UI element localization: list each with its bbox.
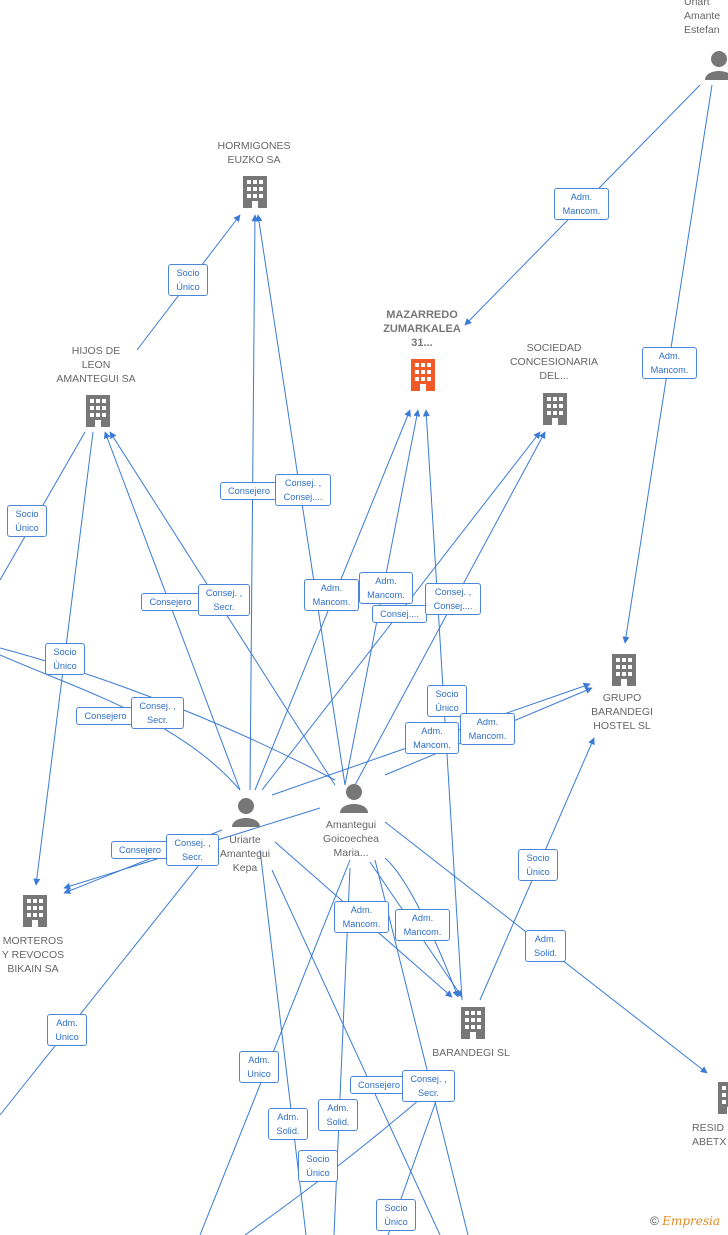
edge-label[interactable]: Socio Único [427,685,467,717]
company-building-icon[interactable] [718,1082,728,1114]
company-building-icon[interactable] [612,654,636,686]
company-building-icon[interactable] [23,895,47,927]
edge-label[interactable]: Socio Único [168,264,208,296]
company-building-icon[interactable] [461,1007,485,1039]
edge-label[interactable]: Adm. Mancom. [554,188,609,220]
edge-label[interactable]: Adm. Mancom. [460,713,515,745]
person-icon[interactable] [705,51,728,80]
node-resid-label[interactable]: RESID ABETX [692,1122,727,1148]
edge-label[interactable]: Adm. Solid. [268,1108,308,1140]
edge-label[interactable]: Adm. Mancom. [334,901,389,933]
watermark: © Empresia [650,1214,720,1228]
edge-label[interactable]: Socio Único [518,849,558,881]
edge-label[interactable]: Adm. Unico [47,1014,87,1046]
brand-logo: Empresia [662,1214,720,1228]
node-barandegi-label[interactable]: BARANDEGI SL [432,1047,510,1059]
edge-label[interactable]: Adm. Solid. [525,930,566,962]
company-building-icon[interactable] [411,359,435,391]
edge-label[interactable]: Adm. Solid. [318,1099,358,1131]
edge-label[interactable]: Consej. , Secr. [198,584,250,616]
person-icon[interactable] [340,784,368,813]
person-icon[interactable] [232,798,260,827]
node-hijos-label[interactable]: HIJOS DE LEON AMANTEGUI SA [56,345,136,385]
node-uriarte-top-label[interactable]: Uriart Amante Estefan [684,0,721,36]
copyright-symbol: © [650,1214,659,1228]
edge-label[interactable]: Consej. , Secr. [402,1070,455,1102]
edge-label[interactable]: Socio Único [298,1150,338,1182]
node-sociedad-label[interactable]: SOCIEDAD CONCESIONARIA DEL... [509,342,599,382]
edge-label[interactable]: Socio Único [45,643,85,675]
node-grupo-label[interactable]: GRUPO BARANDEGI HOSTEL SL [591,692,653,732]
edge-label[interactable]: Adm. Mancom. [304,579,359,611]
node-hormigones-label[interactable]: HORMIGONES EUZKO SA [217,140,291,166]
edge-label[interactable]: Consejero [220,482,278,500]
edge-label[interactable]: Consejero [350,1076,408,1094]
company-building-icon[interactable] [243,176,267,208]
company-building-icon[interactable] [543,393,567,425]
node-uriarte-kepa-label[interactable]: Uriarte Amantegui Kepa [219,834,271,874]
edge-label[interactable]: Consej. , Secr. [166,834,219,866]
edge-label[interactable]: Socio Único [7,505,47,537]
edge-label[interactable]: Consejero [111,841,169,859]
edge-label[interactable]: Consej. , Consej.... [425,583,481,615]
edge-label[interactable]: Consej. , Secr. [131,697,184,729]
node-morteros-label[interactable]: MORTEROS Y REVOCOS BIKAIN SA [1,935,65,975]
edge-label[interactable]: Adm. Mancom. [395,909,450,941]
edge-label[interactable]: Adm. Unico [239,1051,279,1083]
edge-label[interactable]: Consejero [141,593,200,611]
edge-label[interactable]: Consejero [76,707,135,725]
edge-label[interactable]: Adm. Mancom. [642,347,697,379]
edge-label[interactable]: Consej. , Consej.... [275,474,331,506]
node-amantegui-label[interactable]: Amantegui Goicoechea Maria... [322,819,380,859]
edge-label[interactable]: Socio Único [376,1199,416,1231]
edge-label[interactable]: Adm. Mancom. [405,722,459,754]
node-mazarredo-label[interactable]: MAZARREDO ZUMARKALEA 31... [383,309,461,349]
edge-label[interactable]: Adm. Mancom. [359,572,413,604]
edge-label[interactable]: Consej.... [372,605,427,623]
company-building-icon[interactable] [86,395,110,427]
